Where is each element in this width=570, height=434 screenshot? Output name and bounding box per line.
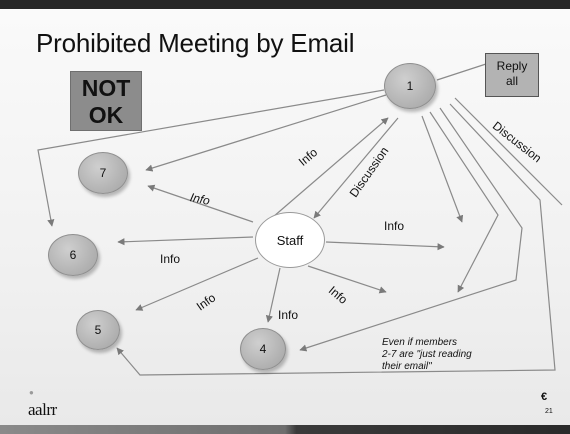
label-info-staff-to-4: Info	[278, 308, 299, 322]
node-staff: Staff	[255, 212, 325, 268]
bottom-border	[0, 425, 570, 434]
logo-text: aalrr	[28, 400, 57, 419]
node-1: 1	[384, 63, 436, 109]
node-6: 6	[48, 234, 98, 276]
note-line-2: 2-7 are "just reading	[382, 349, 472, 360]
node-4: 4	[240, 328, 286, 370]
arrow-1-fan-b	[429, 111, 499, 293]
arrow-1-to-staff	[313, 117, 399, 219]
slide-title: Prohibited Meeting by Email	[36, 28, 355, 58]
not-ok-line-2: OK	[88, 102, 124, 128]
arrow-1-fan-d	[116, 103, 556, 376]
top-border	[0, 0, 570, 9]
node-5: 5	[76, 310, 120, 350]
page-number: 21	[545, 408, 553, 415]
reply-all-connector	[436, 63, 487, 81]
seal-icon: €	[541, 391, 548, 403]
arrow-staff-right	[325, 241, 445, 251]
node-7: 7	[78, 152, 128, 194]
arrow-1-discussion-line	[454, 97, 563, 206]
note-text: Even if members 2-7 are "just reading th…	[382, 337, 522, 373]
not-ok-box: NOT OK	[70, 71, 142, 131]
arrow-staff-to-1	[272, 117, 389, 218]
arrow-1-to-6	[37, 89, 385, 227]
note-line-1: Even if members	[382, 337, 458, 348]
arrow-staff-to-4	[265, 267, 281, 323]
arrow-1-fan-a	[421, 115, 464, 223]
not-ok-line-1: NOT	[81, 75, 131, 101]
reply-all-box: Reply all	[485, 53, 539, 97]
arrow-staff-downright	[307, 265, 387, 294]
reply-all-line-2: all	[505, 74, 518, 88]
note-line-3: their email"	[382, 361, 432, 372]
arrow-staff-to-5	[135, 257, 259, 311]
arrow-staff-to-6	[117, 236, 254, 246]
reply-all-line-1: Reply	[496, 59, 528, 73]
label-info-staff-to-6: Info	[160, 252, 181, 266]
arrow-staff-to-7	[147, 184, 254, 223]
logo-mark-icon: ●	[29, 388, 34, 397]
arrow-1-to-7	[145, 94, 387, 172]
label-info-staff-right: Info	[384, 219, 405, 233]
arrow-1-fan-c	[299, 107, 523, 352]
